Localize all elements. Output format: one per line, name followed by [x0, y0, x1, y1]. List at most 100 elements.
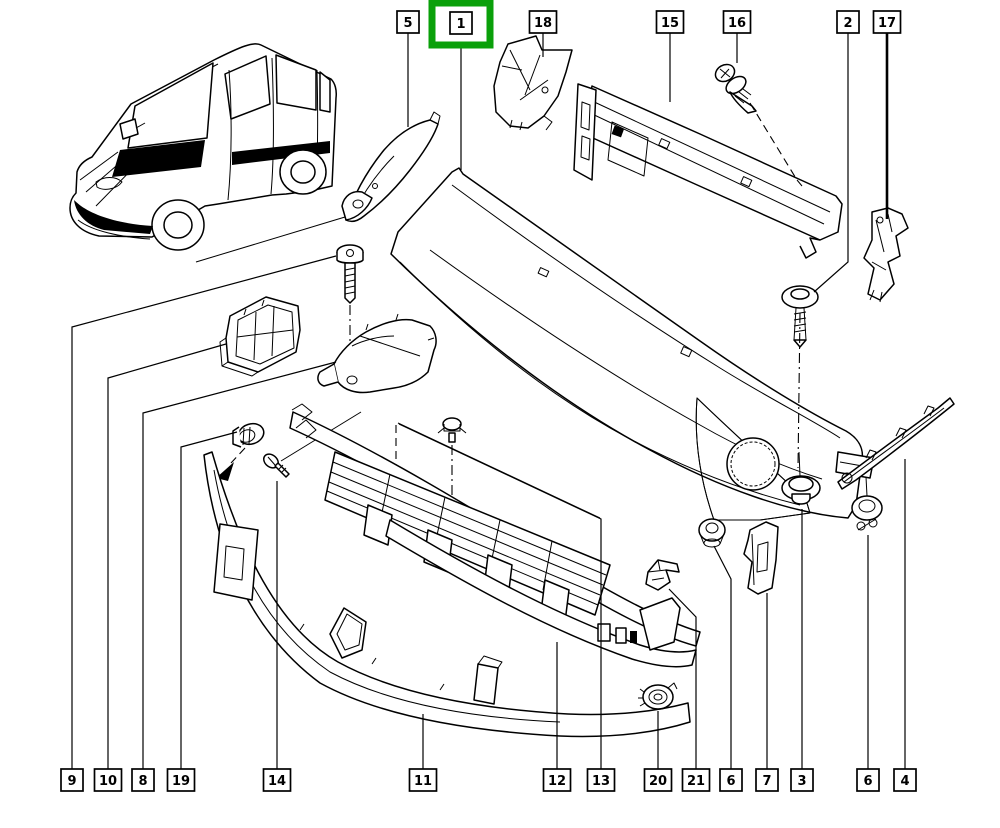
- callout-number: 6: [863, 774, 872, 789]
- part-17-side-bracket: [863, 207, 909, 303]
- part-21-spring-clip: [645, 559, 680, 591]
- callout-box: [722, 10, 752, 34]
- side-window: [275, 54, 317, 111]
- callout-box: [856, 768, 880, 792]
- callout-4[interactable]: 4: [893, 459, 917, 792]
- bumper-strip-tab: [213, 523, 259, 601]
- callout-number: 7: [762, 774, 771, 789]
- callout-8[interactable]: 8: [131, 361, 337, 792]
- callout-10[interactable]: 10: [93, 343, 227, 792]
- grille-screw: [442, 417, 462, 431]
- callout-number: 14: [268, 774, 286, 789]
- callout-3[interactable]: 3: [790, 509, 814, 792]
- callout-number: 4: [900, 774, 909, 789]
- mirror: [119, 118, 139, 140]
- arrow-icon: [216, 462, 234, 481]
- part-8-mounting-bracket: [317, 313, 437, 394]
- callout-19[interactable]: 19: [166, 431, 238, 792]
- headlight: [95, 177, 123, 190]
- leader-line: [713, 545, 732, 769]
- callout-box: [893, 768, 917, 792]
- callout-2[interactable]: 2: [813, 10, 860, 293]
- callout-13[interactable]: 13: [398, 423, 616, 792]
- part-2-flange-screw: [781, 285, 819, 469]
- callout-box: [755, 768, 779, 792]
- leader-line: [180, 431, 238, 769]
- callout-number: 21: [687, 774, 705, 789]
- callout-box: [93, 768, 123, 792]
- callout-box: [872, 10, 902, 34]
- callout-number: 16: [728, 16, 746, 31]
- callout-number: 3: [797, 774, 806, 789]
- callout-9[interactable]: 9: [60, 255, 337, 792]
- callout-6b[interactable]: 6: [856, 535, 880, 792]
- part-11-bumper-strip: [203, 451, 691, 738]
- callout-number: 13: [592, 774, 610, 789]
- callout-box: [528, 10, 558, 34]
- part-20-round-clip: [638, 682, 678, 710]
- selected-callout-highlight: [428, 0, 494, 49]
- callout-15[interactable]: 15: [655, 10, 685, 102]
- callout-1[interactable]: 1: [428, 0, 494, 170]
- callout-box: [719, 768, 743, 792]
- callout-box: [408, 768, 438, 792]
- part-4-side-moulding: [837, 397, 955, 490]
- part-15-cowl-crossmember: [573, 83, 843, 259]
- callout-box: [643, 768, 673, 792]
- callout-number: 19: [172, 774, 190, 789]
- grille-lower-frame: [385, 519, 697, 668]
- leader-line: [668, 588, 697, 769]
- callout-number: 1: [456, 17, 465, 32]
- part-3-grommet: [781, 451, 821, 505]
- callout-number: 20: [649, 774, 667, 789]
- part-16-rivet-clip: [714, 63, 803, 187]
- part-18-bracket: [493, 35, 573, 131]
- callout-14[interactable]: 14: [262, 481, 292, 792]
- callout-5[interactable]: 5: [396, 10, 420, 127]
- callout-6[interactable]: 6: [713, 545, 743, 792]
- callout-box: [449, 11, 473, 35]
- callout-box: [655, 10, 685, 34]
- callout-box: [60, 768, 84, 792]
- projection-line: [195, 216, 346, 263]
- callout-17[interactable]: 17: [872, 10, 902, 219]
- callout-number: 11: [414, 774, 432, 789]
- windshield: [127, 62, 214, 149]
- grille-slat-panel: [324, 451, 611, 616]
- callout-number: 6: [726, 774, 735, 789]
- callout-box: [166, 768, 196, 792]
- part-19-push-clip: [216, 422, 265, 481]
- part-6-clip-right: [851, 476, 883, 531]
- callout-21[interactable]: 21: [668, 588, 711, 792]
- callout-18[interactable]: 18: [528, 10, 558, 57]
- callout-11[interactable]: 11: [408, 714, 438, 792]
- part-1-cowl-vent-grille: [390, 167, 875, 521]
- callout-number: 15: [661, 16, 679, 31]
- callout-box: [262, 768, 292, 792]
- callout-7[interactable]: 7: [755, 593, 779, 792]
- callout-number: 18: [534, 16, 552, 31]
- part-5-side-trim: [341, 111, 441, 223]
- callout-number: 2: [843, 16, 852, 31]
- part-7-support-bracket: [743, 521, 779, 595]
- part-10-air-vent-grille: [219, 296, 301, 377]
- callout-12[interactable]: 12: [542, 642, 572, 792]
- leader-line: [71, 255, 337, 769]
- callout-number: 17: [878, 16, 896, 31]
- callout-number: 8: [138, 774, 147, 789]
- callout-box: [542, 768, 572, 792]
- callout-box: [836, 10, 860, 34]
- wiper-hole: [726, 437, 780, 491]
- callout-box: [790, 768, 814, 792]
- callout-20[interactable]: 20: [643, 711, 673, 792]
- callout-box: [681, 768, 711, 792]
- callout-number: 12: [548, 774, 566, 789]
- callout-16[interactable]: 16: [722, 10, 752, 63]
- door-window: [224, 55, 271, 120]
- part-6-grommet-left: [698, 518, 726, 548]
- leader-line: [813, 33, 849, 293]
- leader-line: [107, 343, 227, 769]
